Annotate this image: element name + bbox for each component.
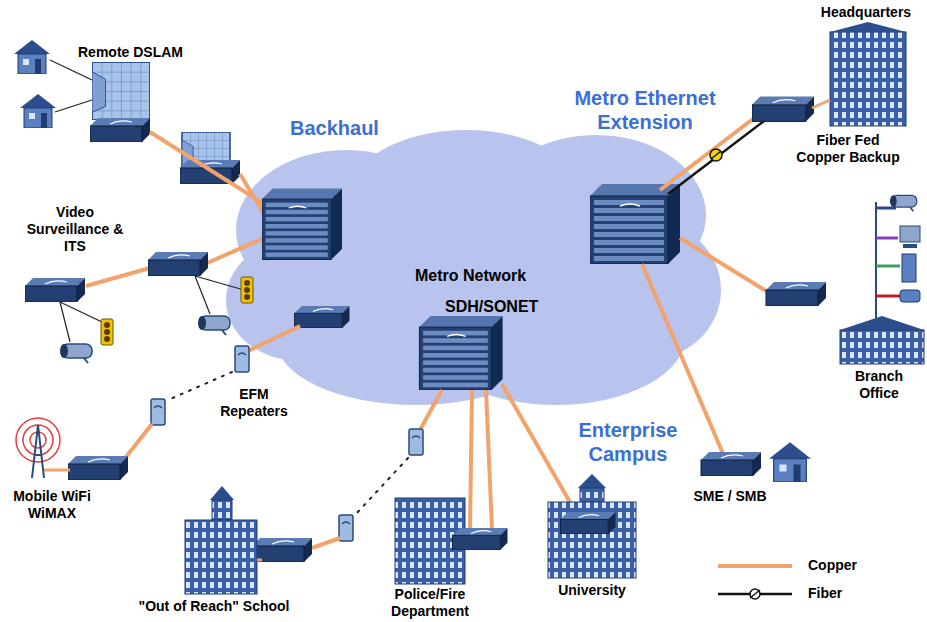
- site-label: Fiber Fed Copper Backup: [793, 132, 903, 166]
- legend-copper-sample: [718, 564, 792, 568]
- section-label: Metro Ethernet Extension: [565, 86, 725, 134]
- site-label: SME / SMB: [693, 488, 766, 505]
- cloud-subtitle: SDH/SONET: [445, 298, 538, 316]
- site-label: Headquarters: [821, 4, 911, 21]
- site-label: Remote DSLAM: [78, 44, 183, 61]
- site-label: Video Surveillance & ITS: [25, 204, 125, 255]
- legend-text: Fiber: [808, 585, 842, 601]
- site-label: "Out of Reach" School: [139, 598, 290, 615]
- section-label: Enterprise Campus: [553, 418, 703, 466]
- site-label: University: [558, 582, 626, 599]
- cloud-title: Metro Network: [415, 267, 526, 285]
- site-label: Mobile WiFi WiMAX: [12, 488, 92, 522]
- section-label: Backhaul: [290, 116, 379, 140]
- site-label: EFM Repeaters: [214, 386, 294, 420]
- site-label: Police/Fire Department: [380, 586, 480, 620]
- site-label: Branch Office: [834, 368, 924, 402]
- legend-text: Copper: [808, 557, 857, 573]
